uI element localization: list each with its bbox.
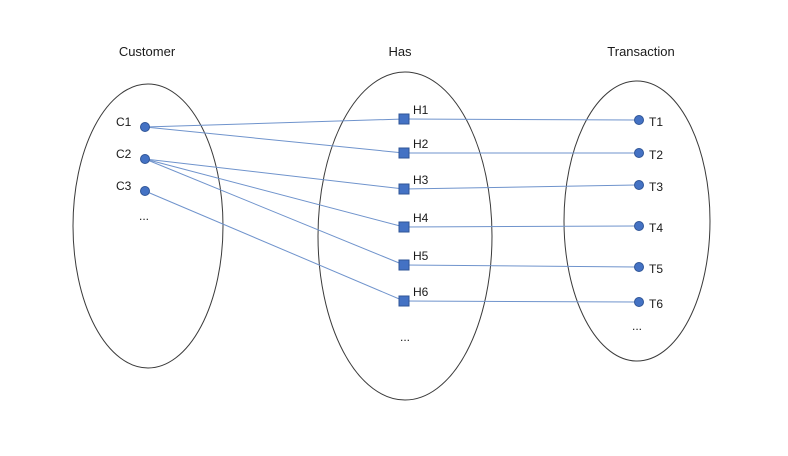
node-label-h6: H6 bbox=[413, 285, 429, 299]
customer-more-ellipsis: ... bbox=[139, 209, 149, 223]
node-t2 bbox=[634, 148, 644, 158]
links-layer bbox=[144, 118, 640, 303]
node-h1 bbox=[398, 113, 410, 125]
link-c3-h6 bbox=[144, 190, 405, 302]
node-label-c3: C3 bbox=[116, 179, 132, 193]
node-label-t6: T6 bbox=[649, 297, 663, 311]
node-h6 bbox=[398, 295, 410, 307]
node-t3 bbox=[634, 180, 644, 190]
customer-set-title: Customer bbox=[119, 44, 176, 59]
transaction-set-ellipse bbox=[563, 80, 711, 362]
transaction-more-ellipsis: ... bbox=[632, 319, 642, 333]
link-c2-h5 bbox=[144, 158, 405, 266]
node-t6 bbox=[634, 297, 644, 307]
transaction-set-title: Transaction bbox=[607, 44, 674, 59]
node-label-h2: H2 bbox=[413, 137, 429, 151]
node-label-t4: T4 bbox=[649, 221, 663, 235]
node-label-t2: T2 bbox=[649, 148, 663, 162]
link-h4-t4 bbox=[403, 225, 640, 228]
node-h5 bbox=[398, 259, 410, 271]
link-c1-h1 bbox=[144, 118, 405, 128]
node-c1 bbox=[140, 122, 150, 132]
node-label-c2: C2 bbox=[116, 147, 132, 161]
node-c3 bbox=[140, 186, 150, 196]
node-h3 bbox=[398, 183, 410, 195]
link-h3-t3 bbox=[403, 184, 640, 190]
link-h6-t6 bbox=[403, 300, 640, 303]
has-more-ellipsis: ... bbox=[400, 330, 410, 344]
node-label-h1: H1 bbox=[413, 103, 429, 117]
node-label-c1: C1 bbox=[116, 115, 132, 129]
link-c2-h3 bbox=[144, 158, 405, 190]
node-label-t3: T3 bbox=[649, 180, 663, 194]
link-h1-t1 bbox=[403, 118, 640, 121]
node-label-t5: T5 bbox=[649, 262, 663, 276]
node-t4 bbox=[634, 221, 644, 231]
has-set-ellipse bbox=[317, 71, 493, 401]
node-label-t1: T1 bbox=[649, 115, 663, 129]
node-label-h3: H3 bbox=[413, 173, 429, 187]
link-h5-t5 bbox=[403, 264, 640, 268]
has-set-title: Has bbox=[388, 44, 412, 59]
node-h2 bbox=[398, 147, 410, 159]
link-c1-h2 bbox=[144, 126, 405, 154]
customer-set-ellipse bbox=[72, 83, 224, 369]
node-h4 bbox=[398, 221, 410, 233]
link-c2-h4 bbox=[144, 158, 405, 228]
node-t5 bbox=[634, 262, 644, 272]
node-c2 bbox=[140, 154, 150, 164]
node-t1 bbox=[634, 115, 644, 125]
node-label-h4: H4 bbox=[413, 211, 429, 225]
node-label-h5: H5 bbox=[413, 249, 429, 263]
